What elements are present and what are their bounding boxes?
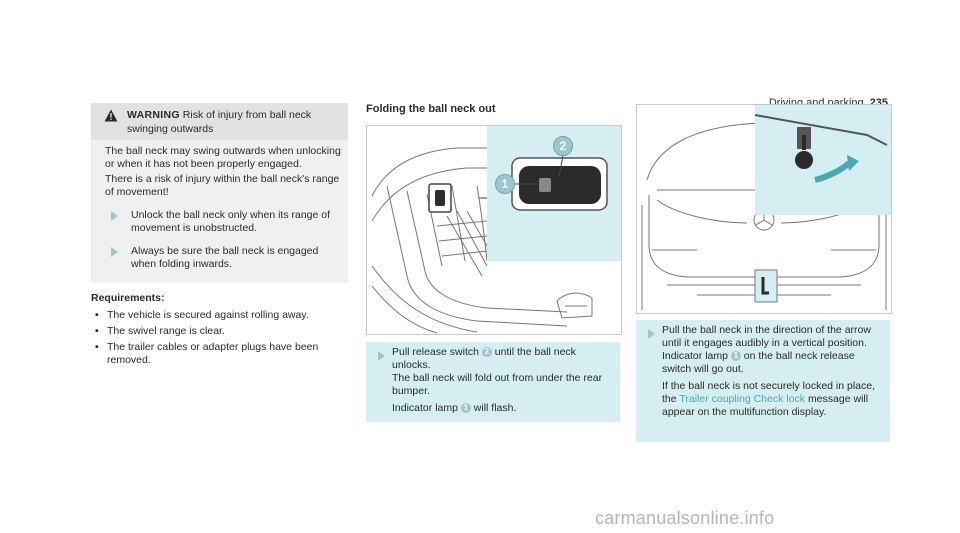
figure-release-switch: 1 2 bbox=[366, 125, 622, 335]
warning-paragraph: The ball neck may swing outwards when un… bbox=[105, 145, 341, 170]
requirements-heading: Requirements: bbox=[91, 292, 165, 304]
instruction-text: Pull the ball neck in the direction of t… bbox=[662, 324, 871, 375]
warning-header: WARNING Risk of injury from ball neck sw… bbox=[91, 103, 348, 140]
trunk-illustration bbox=[371, 126, 621, 334]
warning-triangle-icon bbox=[104, 109, 118, 122]
warning-paragraph: There is a risk of injury within the bal… bbox=[105, 173, 340, 198]
warning-body: The ball neck may swing outwards when un… bbox=[105, 145, 341, 271]
requirements-list: The vehicle is secured against rolling a… bbox=[91, 309, 356, 367]
rear-car-illustration bbox=[641, 105, 891, 310]
instruction-text: Pull release switch 2 until the ball nec… bbox=[392, 346, 603, 397]
callout-number: 1 bbox=[460, 403, 471, 414]
instruction-text: Indicator lamp 1 will flash. bbox=[392, 402, 517, 414]
step-arrow-icon bbox=[111, 211, 118, 221]
callout-2: 2 bbox=[553, 136, 573, 156]
instruction-text: If the ball neck is not securely locked … bbox=[662, 380, 876, 418]
callout-1: 1 bbox=[495, 174, 515, 194]
warning-step-text: Always be sure the ball neck is engaged … bbox=[131, 245, 319, 270]
list-item: The trailer cables or adapter plugs have… bbox=[91, 341, 356, 367]
warning-title-text: Risk of injury from ball neck swinging o… bbox=[127, 109, 312, 135]
list-item: The vehicle is secured against rolling a… bbox=[91, 309, 356, 322]
watermark: carmanualsonline.info bbox=[595, 508, 775, 528]
figure-ball-neck bbox=[636, 104, 892, 314]
step-arrow-icon bbox=[648, 329, 655, 339]
list-item: The swivel range is clear. bbox=[91, 325, 356, 338]
requirements: Requirements: The vehicle is secured aga… bbox=[91, 292, 356, 370]
warning-label: WARNING bbox=[127, 109, 180, 121]
warning-box: WARNING Risk of injury from ball neck sw… bbox=[91, 103, 348, 283]
callout-number: 1 bbox=[730, 351, 741, 362]
warning-title: WARNING Risk of injury from ball neck sw… bbox=[127, 108, 342, 136]
warning-step: Always be sure the ball neck is engaged … bbox=[105, 245, 341, 271]
instruction-box: Pull the ball neck in the direction of t… bbox=[636, 320, 890, 442]
callout-number: 2 bbox=[481, 347, 492, 358]
section-title: Folding the ball neck out bbox=[366, 103, 496, 115]
warning-step-text: Unlock the ball neck only when its range… bbox=[131, 209, 331, 234]
step-arrow-icon bbox=[111, 247, 118, 257]
step-arrow-icon bbox=[378, 351, 385, 361]
instruction-box: Pull release switch 2 until the ball nec… bbox=[366, 342, 620, 422]
message-link: Trailer coupling Check lock bbox=[679, 393, 806, 405]
warning-step: Unlock the ball neck only when its range… bbox=[105, 209, 341, 235]
